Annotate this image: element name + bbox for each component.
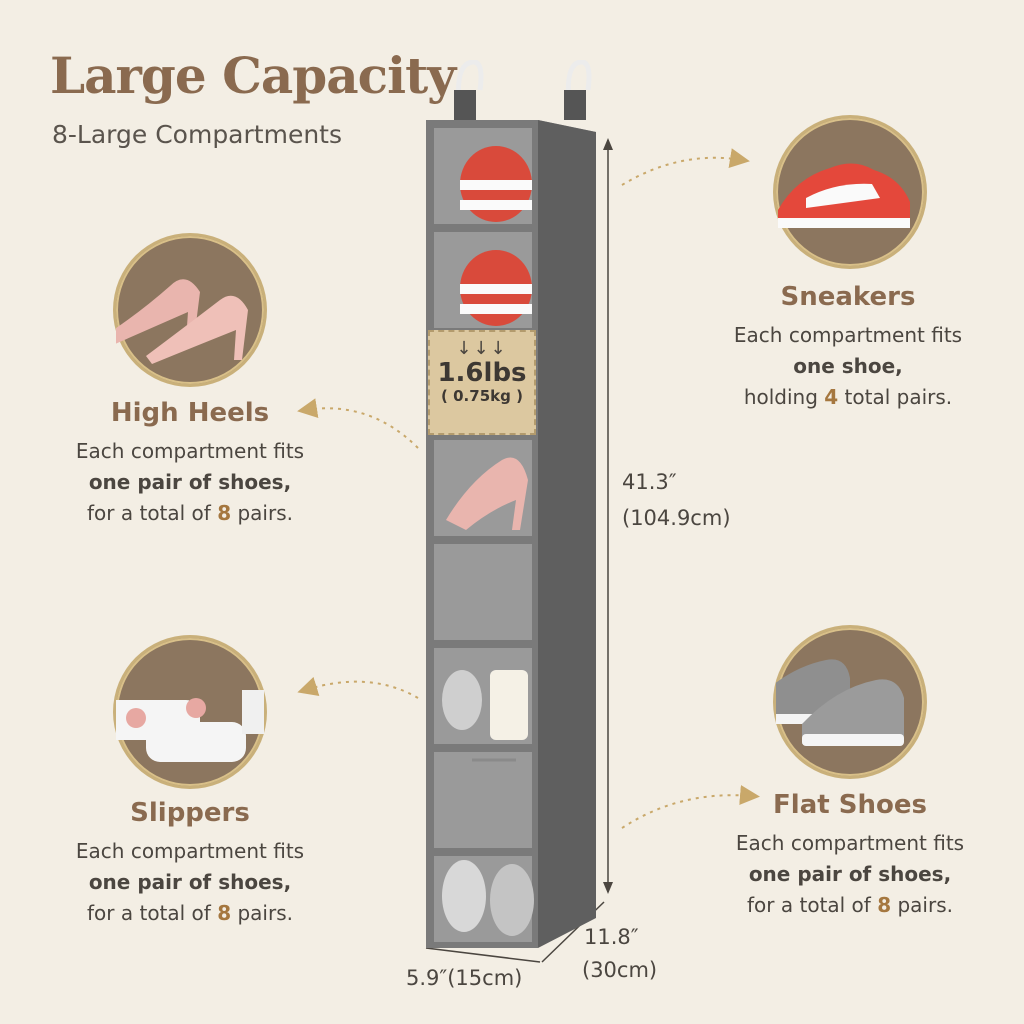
sneakers-image — [776, 118, 924, 266]
high-heels-info: High Heels Each compartment fits one pai… — [40, 398, 340, 529]
slippers-title: Slippers — [130, 798, 250, 828]
sneaker-icon — [778, 163, 910, 228]
flat-shoes-line3-pre: for a total of — [747, 893, 878, 917]
flat-shoe-icon — [752, 659, 904, 746]
slippers-pointer-arrow — [297, 676, 419, 699]
sneakers-line1: Each compartment fits — [733, 323, 963, 347]
high-heels-line1: Each compartment fits — [75, 439, 305, 463]
slippers-line3-pre: for a total of — [87, 901, 218, 925]
page-title: Large Capacity — [50, 46, 456, 105]
sneakers-line3-pre: holding — [743, 385, 825, 409]
high-heels-line3-pre: for a total of — [87, 501, 218, 525]
slippers-line3-post: pairs. — [231, 901, 293, 925]
high-heel-icon — [98, 279, 248, 364]
high-heels-count: 8 — [217, 501, 232, 525]
slippers-line1: Each compartment fits — [75, 839, 305, 863]
flat-shoes-pointer-arrow — [621, 785, 760, 829]
flat-shoes-line1: Each compartment fits — [735, 831, 965, 855]
high-heel-shoe-icon — [446, 457, 528, 530]
height-inches: 41.3″ — [622, 470, 677, 494]
weight-metric: ( 0.75kg ) — [441, 387, 523, 405]
down-arrows-icon: ↓↓↓ — [456, 338, 508, 359]
sneakers-info: Sneakers Each compartment fits one shoe,… — [700, 282, 996, 413]
sneakers-line2: one shoe, — [793, 354, 903, 378]
slipper-shoe-icon — [442, 670, 482, 730]
high-heels-line3-post: pairs. — [231, 501, 293, 525]
depth-cm: (30cm) — [582, 958, 658, 982]
flat-shoes-line3-post: pairs. — [891, 893, 953, 917]
flat-shoes-image — [752, 628, 924, 776]
sneakers-pointer-arrow — [621, 148, 750, 186]
slippers-line2: one pair of shoes, — [88, 870, 292, 894]
sneakers-title: Sneakers — [780, 282, 916, 312]
right-hook-icon — [565, 60, 592, 111]
slipper-icon — [100, 690, 264, 762]
high-heels-title: High Heels — [110, 398, 270, 428]
sneakers-line3-post: total pairs. — [838, 385, 953, 409]
flat-shoe-icon — [442, 860, 486, 932]
depth-inches: 11.8″ — [584, 925, 639, 949]
slippers-count: 8 — [217, 901, 232, 925]
flat-shoes-title: Flat Shoes — [773, 790, 927, 820]
slippers-info: Slippers Each compartment fits one pair … — [40, 798, 340, 929]
height-cm: (104.9cm) — [622, 506, 731, 530]
width-dimension-line — [425, 947, 541, 963]
slippers-image — [100, 638, 264, 786]
flat-shoes-line2: one pair of shoes, — [748, 862, 952, 886]
weight-value: 1.6lbs — [437, 358, 527, 388]
hanging-organizer — [426, 60, 596, 948]
high-heels-line2: one pair of shoes, — [88, 470, 292, 494]
compartments — [434, 128, 532, 942]
page-subtitle: 8-Large Compartments — [52, 120, 342, 149]
flat-shoes-info: Flat Shoes Each compartment fits one pai… — [710, 790, 990, 921]
weight-tag: ↓↓↓ 1.6lbs ( 0.75kg ) — [428, 330, 536, 435]
sneakers-count: 4 — [824, 385, 839, 409]
left-hook-icon — [456, 60, 484, 111]
width-dimension: 5.9″(15cm) — [406, 966, 523, 990]
flat-shoes-count: 8 — [877, 893, 892, 917]
high-heels-image — [98, 236, 264, 384]
